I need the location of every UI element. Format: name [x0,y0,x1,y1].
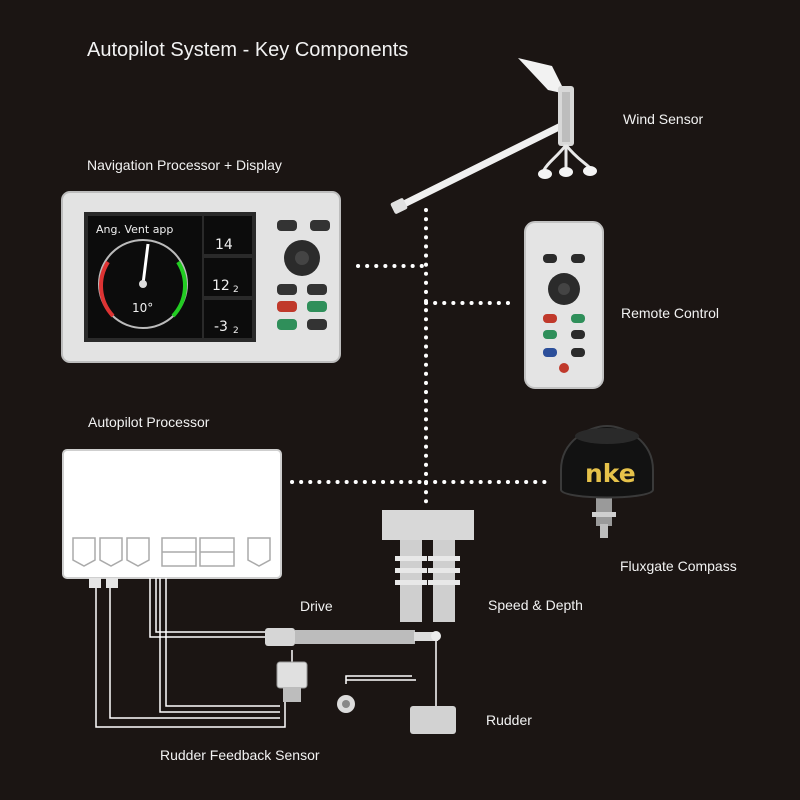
label-wind-sensor: Wind Sensor [623,111,704,127]
wiring [95,578,437,728]
drive-device [265,628,441,702]
network-connections [290,208,555,507]
readout-3: -3 [214,319,228,335]
compass-brand: nke [585,459,636,488]
label-speed-depth: Speed & Depth [488,597,583,613]
speed-depth-device [382,510,474,622]
rudder-device [410,706,456,734]
readout-2-decimal: 2 [233,285,239,295]
nav-display-device: Ang. Vent app 10° 14 12 2 -3 2 [61,191,341,363]
gauge-title: Ang. Vent app [96,223,173,236]
label-drive: Drive [300,598,333,614]
label-autopilot-processor: Autopilot Processor [88,414,210,430]
label-rudder: Rudder [486,712,532,728]
readout-2: 12 [212,278,230,294]
remote-control-device [524,221,604,389]
display-keypad [277,220,330,330]
page-title: Autopilot System - Key Components [87,39,409,61]
label-fluxgate-compass: Fluxgate Compass [620,558,737,574]
rudder-feedback-sensor-device [337,695,355,713]
wind-sensor [390,58,597,214]
readout-1: 14 [215,237,233,253]
autopilot-processor-device [62,449,282,588]
readout-3-decimal: 2 [233,326,239,336]
label-nav-display: Navigation Processor + Display [87,157,282,173]
gauge-value: 10° [132,301,153,315]
wind-angle-gauge [98,239,188,329]
label-rudder-feedback-sensor: Rudder Feedback Sensor [160,747,320,763]
fluxgate-compass-device: nke [560,424,654,538]
label-remote-control: Remote Control [621,305,720,321]
